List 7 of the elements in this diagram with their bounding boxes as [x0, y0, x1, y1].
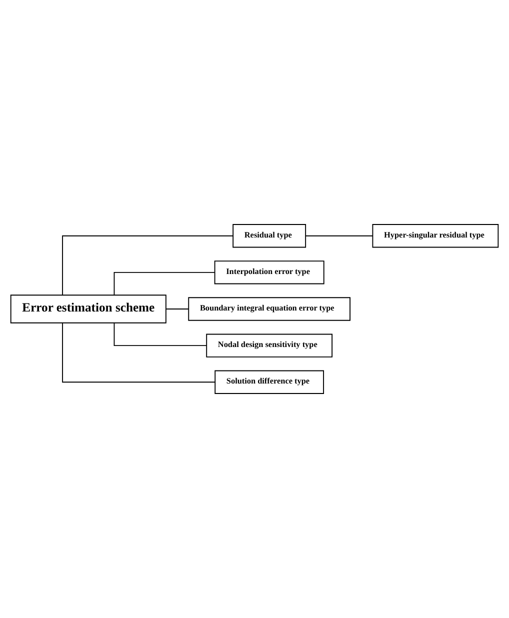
connector — [305, 235, 374, 236]
node-box: Error estimation scheme — [10, 294, 166, 324]
connector — [166, 308, 189, 310]
connector — [62, 235, 234, 296]
connector — [114, 322, 207, 346]
connector — [62, 322, 216, 383]
connector — [114, 272, 216, 296]
